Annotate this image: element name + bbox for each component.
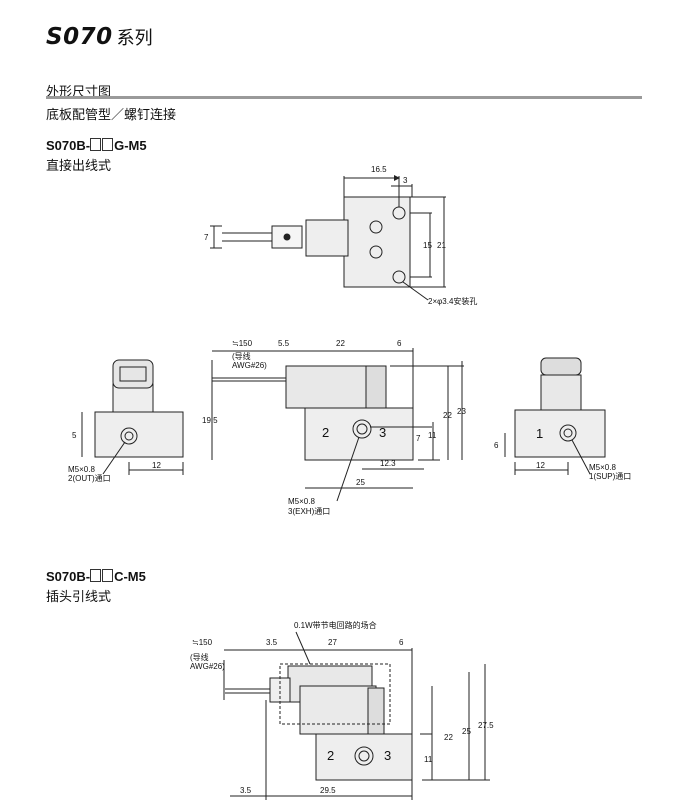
model1-code-suffix: G-M5 [114, 138, 147, 153]
left-port-icon [124, 431, 134, 441]
dimension-labels: 16.5 3 7 15 21 2×φ3.4安装孔 5 12 M5×0.8 2(O… [68, 165, 631, 795]
dim-label: 12 [152, 461, 161, 470]
top-solenoid-body [305, 219, 349, 257]
dim-label: 3 [403, 176, 408, 185]
dim-label: 22 [444, 733, 453, 742]
lead-note: AWG#26) [232, 361, 267, 370]
model2-code-suffix: C-M5 [114, 569, 146, 584]
mount-hole-icon [392, 270, 406, 284]
left-connector-socket [119, 366, 147, 382]
model1-right-view [504, 357, 606, 475]
port-number: 2 [327, 748, 334, 763]
dim-label: 11 [424, 755, 433, 764]
front-coil [365, 365, 387, 409]
dim-label: 6 [397, 339, 402, 348]
dim-label: 29.5 [320, 786, 336, 795]
series-code: S070 [46, 24, 113, 50]
dim-label: ≒150 [232, 339, 253, 348]
port-number: 2 [322, 425, 329, 440]
m2-body [299, 685, 377, 735]
model1-left-view [81, 359, 184, 475]
model2-code-prefix: S070B- [46, 569, 91, 584]
model1-code-prefix: S070B- [46, 138, 91, 153]
dim-label: 3.5 [240, 786, 252, 795]
section-rule [46, 96, 642, 99]
dim-label: 23 [457, 407, 466, 416]
dim-label: 7 [416, 434, 421, 443]
left-connector [112, 359, 154, 389]
dim-label: 27.5 [478, 721, 494, 730]
dim-label: 25 [462, 727, 471, 736]
right-port-icon [563, 428, 573, 438]
port-number: 1 [536, 426, 543, 441]
dim-label: 11 [428, 431, 437, 440]
top-screw-icon [369, 220, 383, 234]
port-size: M5×0.8 [589, 463, 616, 472]
dim-label: 7 [204, 233, 209, 242]
model2-description: 插头引线式 [46, 590, 112, 605]
dim-label: 16.5 [371, 165, 387, 174]
model2-front-view [223, 631, 490, 800]
port-number: 3 [384, 748, 391, 763]
front-base [304, 407, 414, 461]
dim-label: 6 [494, 441, 499, 450]
dim-label: 27 [328, 638, 337, 647]
dim-label: 5.5 [278, 339, 290, 348]
dim-label: 5 [72, 431, 77, 440]
front-port-icon [356, 423, 368, 435]
dim-label: 22 [336, 339, 345, 348]
dim-label: ≒150 [192, 638, 213, 647]
front-port-icon [352, 419, 372, 439]
dim-label: 6 [399, 638, 404, 647]
drawings [81, 175, 606, 800]
m2-base [315, 733, 413, 781]
top-screw-icon [369, 245, 383, 259]
left-port-icon [120, 427, 138, 445]
model2-code: S070B- C-M5 [46, 569, 146, 584]
dim-label: 12.3 [380, 459, 396, 468]
right-body [540, 374, 582, 411]
dim-label: 25 [356, 478, 365, 487]
lead-note: AWG#26) [190, 662, 225, 671]
port-name: 1(SUP)通口 [589, 471, 631, 481]
lead-note: (导线 [190, 652, 209, 662]
right-cap [540, 357, 582, 376]
model1-code: S070B- G-M5 [46, 138, 147, 153]
right-port-icon [559, 424, 577, 442]
section-subtitle: 底板配管型／螺钉连接 [46, 108, 177, 123]
m2-coil [367, 687, 385, 735]
dim-label: 19.5 [202, 416, 218, 425]
dim-label: 15 [423, 241, 432, 250]
left-base [94, 411, 184, 458]
m2-port-icon [358, 750, 370, 762]
port-name: 3(EXH)通口 [288, 506, 330, 516]
port-size: M5×0.8 [288, 497, 315, 506]
dim-label: 3.5 [266, 638, 278, 647]
m2-power-saving-outline [279, 663, 391, 725]
top-base-plate [343, 196, 411, 288]
port-name: 2(OUT)通口 [68, 473, 111, 483]
dim-label: 22 [443, 411, 452, 420]
hole-note: 2×φ3.4安装孔 [428, 296, 477, 306]
m2-note: 0.1W带节电回路的场合 [294, 620, 377, 630]
top-led-icon [283, 233, 291, 241]
dim-label: 21 [437, 241, 446, 250]
lead-note: (导线 [232, 351, 251, 361]
port-size: M5×0.8 [68, 465, 95, 474]
port-numbers: 2 3 1 2 3 [322, 425, 543, 763]
series-suffix: 系列 [116, 28, 153, 49]
model1-description: 直接出线式 [46, 159, 112, 174]
model1-top-view [210, 175, 446, 301]
port-number: 3 [379, 425, 386, 440]
dim-label: 12 [536, 461, 545, 470]
left-body [112, 383, 154, 413]
model1-front-view [211, 348, 464, 502]
m2-port-icon [354, 746, 374, 766]
